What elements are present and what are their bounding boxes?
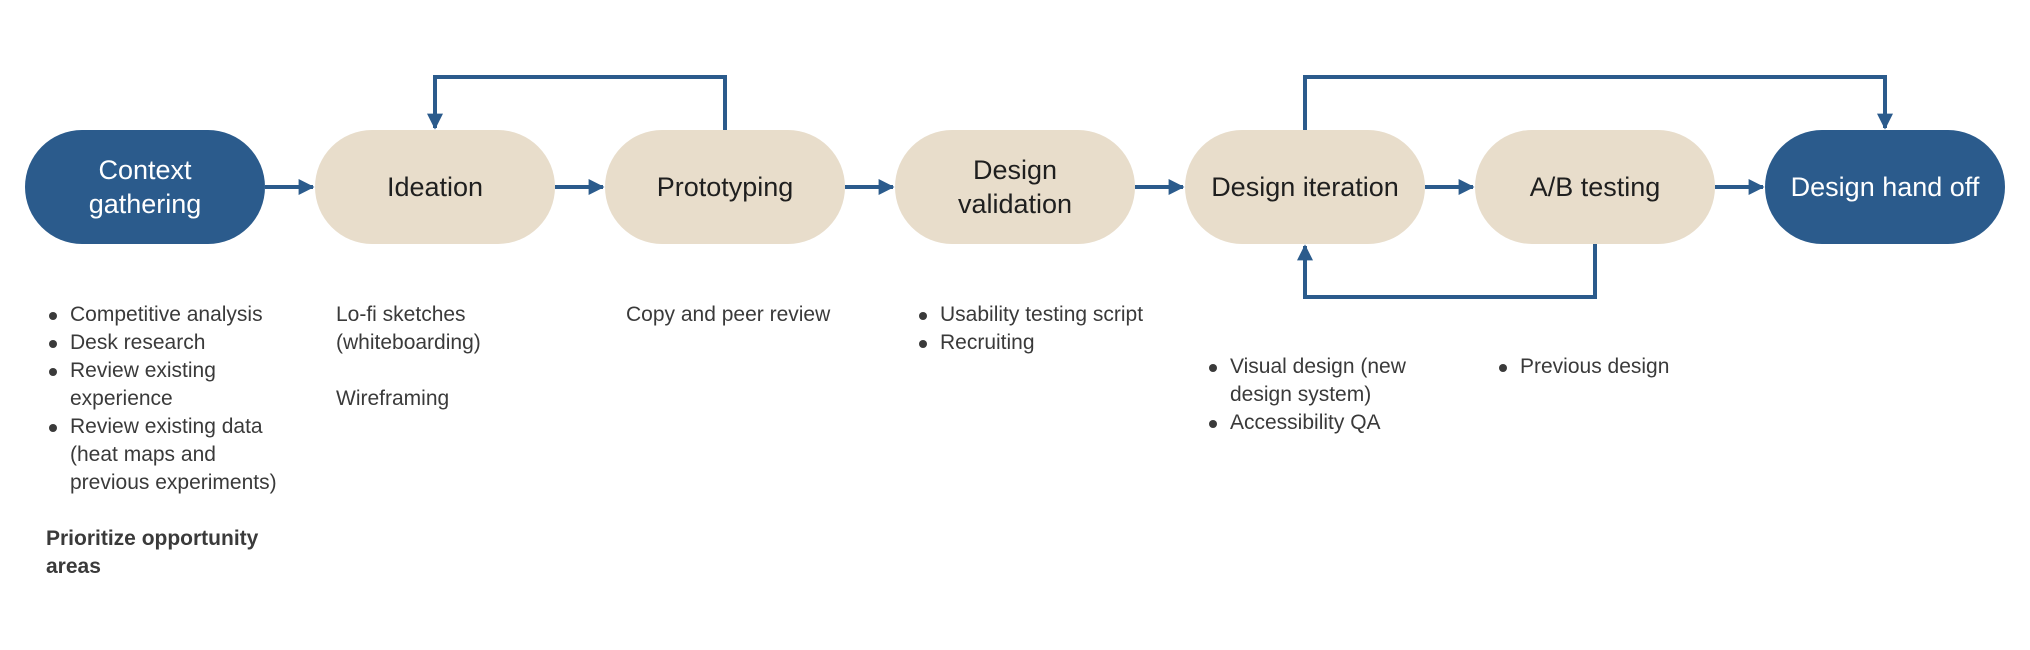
step-design-iteration: Design iteration (1185, 130, 1425, 244)
list-item: Usability testing script (916, 301, 1146, 329)
list-item: Recruiting (916, 329, 1146, 357)
note-line: Lo-fi sketches (whiteboarding) (336, 303, 481, 354)
list-item: Visual design (new design system) (1206, 353, 1436, 409)
bullet-list: Visual design (new design system) Access… (1206, 353, 1436, 437)
step-label: Design hand off (1790, 172, 1980, 202)
step-design-hand-off: Design hand off (1765, 130, 2005, 244)
step-ideation: Ideation (315, 130, 555, 244)
list-item: Desk research (46, 329, 296, 357)
step-label: Context gathering (88, 155, 202, 219)
emphasis-text: Prioritize opportunity areas (46, 527, 259, 578)
step-label: Design validation (957, 155, 1073, 219)
bullet-list: Usability testing script Recruiting (916, 301, 1146, 357)
notes-design-validation: Usability testing script Recruiting (916, 301, 1146, 357)
note-line: Wireframing (336, 387, 450, 410)
loop-iteration-to-handoff (1303, 75, 1893, 130)
step-ab-testing: A/B testing (1475, 130, 1715, 244)
notes-design-iteration: Visual design (new design system) Access… (1206, 353, 1436, 437)
loop-prototyping-to-ideation (427, 75, 727, 130)
list-item: Competitive analysis (46, 301, 296, 329)
step-label: A/B testing (1529, 172, 1661, 202)
list-item: Review existing experience (46, 357, 296, 413)
bullet-list: Previous design (1496, 353, 1726, 381)
note-line: Copy and peer review (626, 303, 831, 326)
step-prototyping: Prototyping (605, 130, 845, 244)
list-item: Accessibility QA (1206, 409, 1436, 437)
bullet-list: Competitive analysis Desk research Revie… (46, 301, 296, 497)
notes-prototyping: Copy and peer review (626, 301, 876, 329)
notes-context-gathering: Competitive analysis Desk research Revie… (46, 301, 296, 581)
notes-ab-testing: Previous design (1496, 353, 1726, 381)
step-context-gathering: Context gathering (25, 130, 265, 244)
step-label: Prototyping (656, 172, 794, 202)
list-item: Previous design (1496, 353, 1726, 381)
notes-ideation: Lo-fi sketches (whiteboarding) Wireframi… (336, 301, 536, 413)
step-design-validation: Design validation (895, 130, 1135, 244)
loop-ab-testing-to-iteration (1297, 244, 1597, 299)
step-label: Design iteration (1211, 172, 1399, 202)
step-label: Ideation (386, 172, 484, 202)
list-item: Review existing data (heat maps and prev… (46, 413, 296, 497)
